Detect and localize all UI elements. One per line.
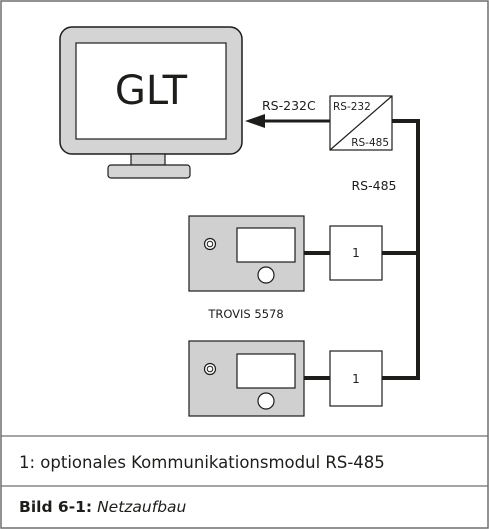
- comm-module-upper: [329, 225, 383, 281]
- figure-name: Netzaufbau: [97, 498, 187, 516]
- figure-title: Bild 6-1: Netzaufbau: [19, 498, 186, 516]
- rs232c-label: RS-232C: [262, 98, 316, 113]
- converter-top-label: RS-232: [333, 101, 371, 113]
- converter-bottom-label: RS-485: [351, 137, 389, 149]
- comm-module-label: 1: [352, 246, 360, 260]
- rs485-bus-line: [382, 119, 420, 380]
- interface-converter: [329, 95, 393, 151]
- figure-legend: 1: optionales Kommunikationsmodul RS-485: [19, 453, 385, 472]
- figure-number: Bild 6-1:: [19, 498, 93, 516]
- controller-device-lower: [188, 340, 305, 417]
- device-name-label: TROVIS 5578: [207, 307, 283, 321]
- comm-module-label: 1: [352, 372, 360, 386]
- monitor-icon: [59, 26, 243, 179]
- controller-device-upper: [188, 215, 305, 292]
- arrow-head-icon: [245, 114, 265, 128]
- comm-module-lower: [329, 350, 383, 407]
- rs485-bus-label: RS-485: [352, 178, 397, 193]
- monitor-label: GLT: [115, 68, 188, 114]
